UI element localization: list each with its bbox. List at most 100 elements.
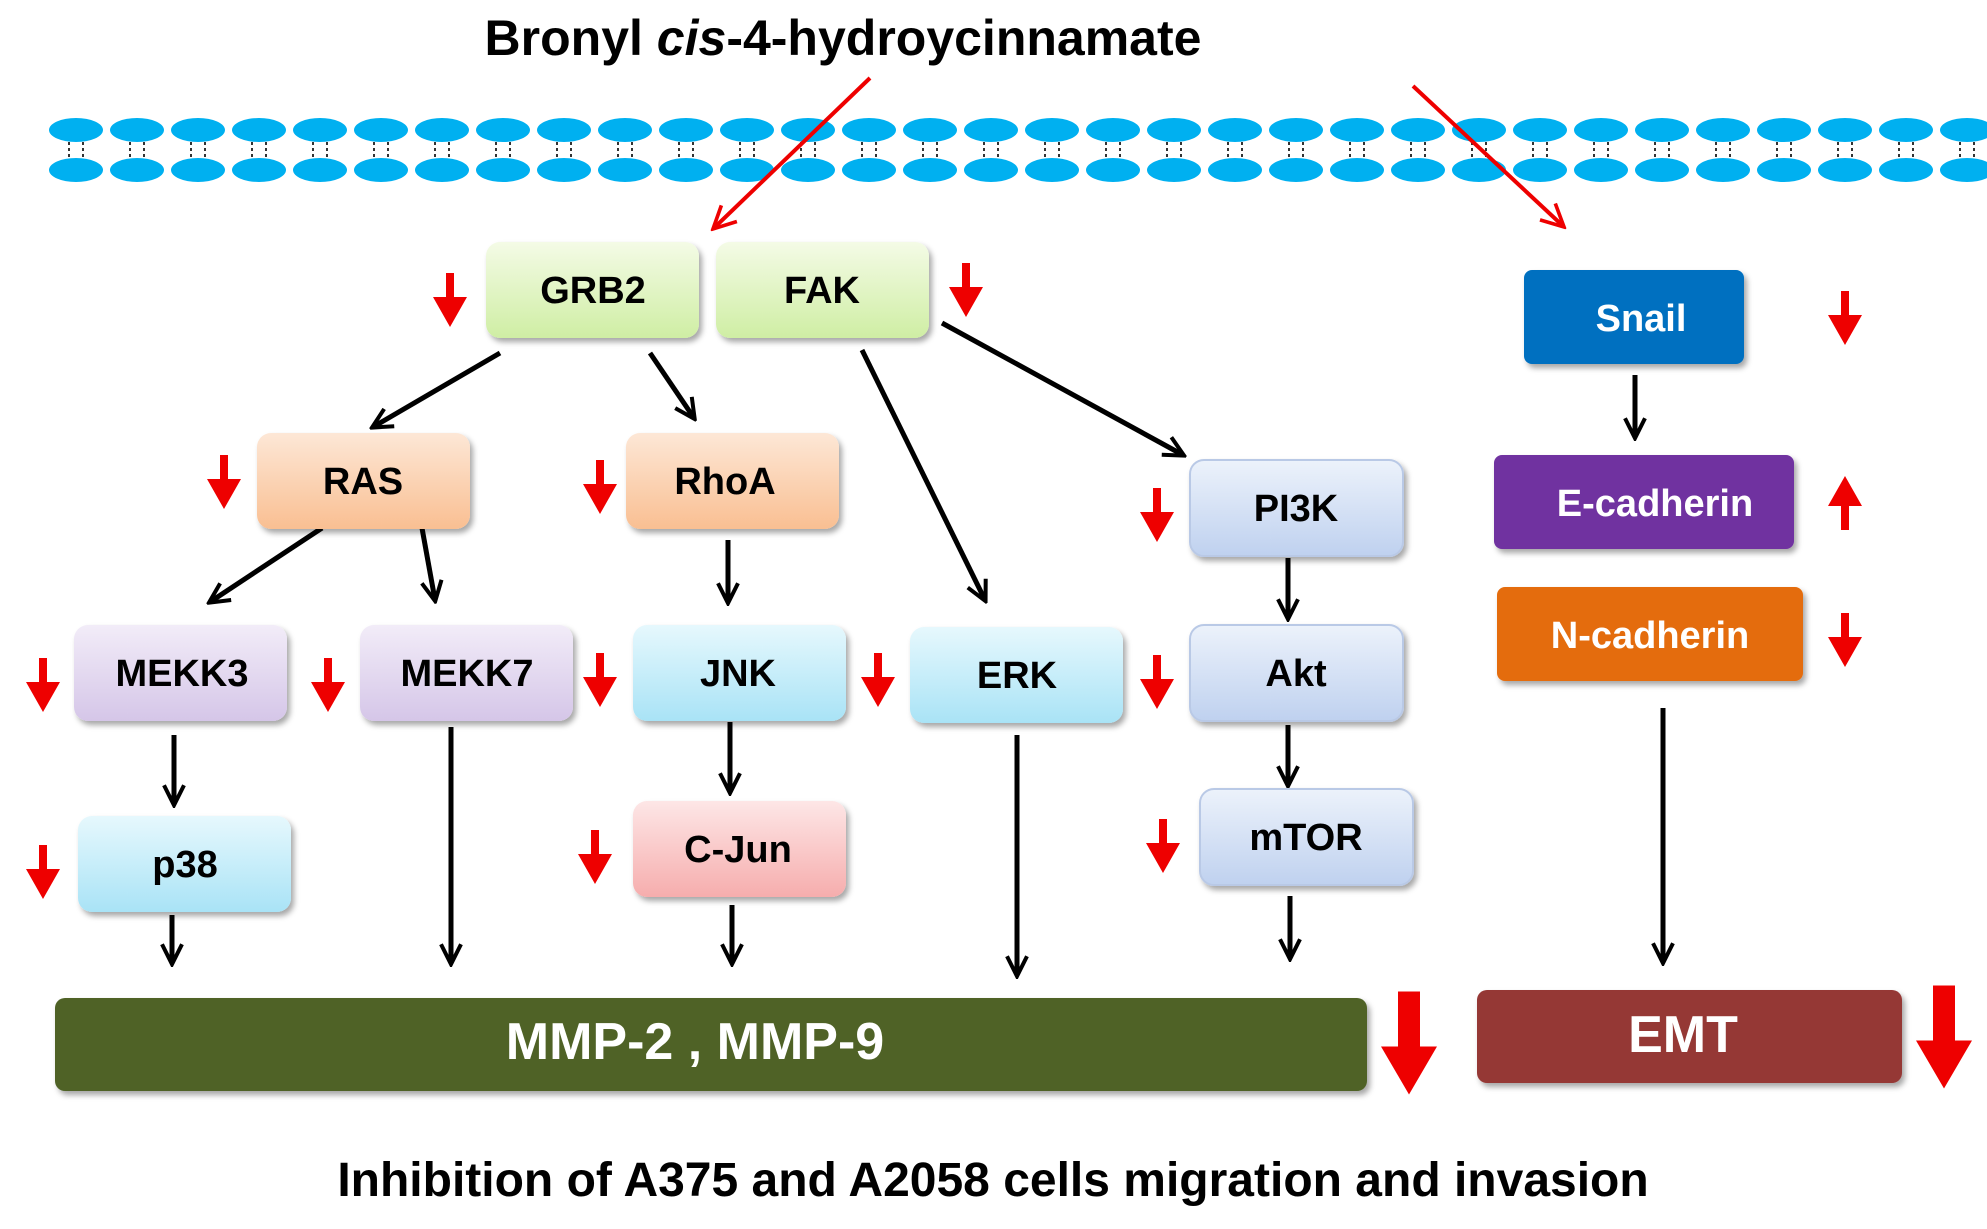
- lipid-head: [1635, 158, 1689, 182]
- rhoa-label: RhoA: [674, 461, 775, 503]
- ncad-node: N-cadherin: [1497, 587, 1803, 681]
- lipid-head: [1330, 158, 1384, 182]
- lipid-head: [1879, 158, 1933, 182]
- grb2-label: GRB2: [540, 270, 646, 312]
- akt-node: Akt: [1189, 624, 1404, 722]
- rhoa-downregulation-arrow-icon: [583, 460, 617, 514]
- erk-downregulation-arrow-icon: [861, 653, 895, 707]
- lipid-head: [293, 158, 347, 182]
- lipid-head: [1208, 158, 1262, 182]
- cjun-downregulation-arrow-icon: [578, 830, 612, 884]
- lipid-head: [659, 118, 713, 142]
- lipid-head: [659, 158, 713, 182]
- pi3k-node: PI3K: [1189, 459, 1404, 557]
- jnk-label: JNK: [700, 653, 777, 695]
- lipid-head: [1147, 118, 1201, 142]
- jnk-downregulation-arrow-icon: [583, 653, 617, 707]
- lipid-head: [232, 118, 286, 142]
- compound-to-snail-arrow: [1411, 84, 1563, 226]
- lipid-head: [1025, 118, 1079, 142]
- compound-title: Bronyl cis-4-hydroycinnamate: [485, 10, 1202, 66]
- emt-label: EMT: [1628, 1006, 1738, 1064]
- lipid-head: [1330, 118, 1384, 142]
- lipid-head: [354, 158, 408, 182]
- lipid-head: [476, 118, 530, 142]
- lipid-head: [598, 118, 652, 142]
- mekk7-node: MEKK7: [360, 625, 573, 721]
- lipid-head: [598, 158, 652, 182]
- ncad-label: N-cadherin: [1551, 615, 1749, 657]
- lipid-head: [1574, 118, 1628, 142]
- lipid-head: [49, 118, 103, 142]
- cjun-label: C-Jun: [684, 829, 792, 871]
- lipid-head: [964, 158, 1018, 182]
- lipid-head: [1208, 118, 1262, 142]
- fak-label: FAK: [784, 270, 861, 312]
- lipid-head: [1574, 158, 1628, 182]
- lipid-head: [1513, 158, 1567, 182]
- snail-label: Snail: [1596, 298, 1687, 340]
- lipid-head: [110, 118, 164, 142]
- emt-bar: EMT: [1477, 990, 1902, 1083]
- ras-label: RAS: [323, 461, 403, 503]
- mmp-label: MMP-2 , MMP-9: [506, 1013, 884, 1071]
- erk-node: ERK: [910, 627, 1123, 723]
- lipid-head: [1940, 118, 1987, 142]
- ecad-node: E-cadherin: [1494, 455, 1794, 549]
- snail-downregulation-arrow-icon: [1828, 291, 1862, 345]
- p38-label: p38: [152, 844, 217, 886]
- ncad-downregulation-arrow-icon: [1828, 613, 1862, 667]
- lipid-head: [903, 158, 957, 182]
- mekk3-label: MEKK3: [115, 653, 248, 695]
- lipid-head: [537, 158, 591, 182]
- grb2-to-rhoa-arrow: [647, 351, 694, 418]
- pi3k-downregulation-arrow-icon: [1140, 488, 1174, 542]
- lipid-head: [476, 158, 530, 182]
- lipid-head: [171, 158, 225, 182]
- compound-to-grb2-arrow: [714, 76, 872, 228]
- mmp-downregulation-arrow-icon: [1381, 991, 1437, 1095]
- grb2-downregulation-arrow-icon: [433, 273, 467, 327]
- ras-to-mekk3-arrow: [210, 525, 324, 602]
- lipid-head: [537, 118, 591, 142]
- lipid-head: [720, 158, 774, 182]
- lipid-head: [1513, 118, 1567, 142]
- mekk7-label: MEKK7: [400, 653, 533, 695]
- jnk-node: JNK: [633, 625, 846, 721]
- emt-downregulation-arrow-icon: [1916, 985, 1972, 1089]
- lipid-head: [781, 158, 835, 182]
- lipid-head: [1818, 158, 1872, 182]
- mekk7-downregulation-arrow-icon: [311, 658, 345, 712]
- ecad-label: E-cadherin: [1557, 483, 1753, 525]
- lipid-head: [1391, 118, 1445, 142]
- lipid-head: [1269, 118, 1323, 142]
- regulation-indicators: [26, 263, 1972, 1095]
- ras-to-mekk7-arrow: [419, 527, 435, 600]
- lipid-head: [842, 158, 896, 182]
- lipid-head: [1879, 118, 1933, 142]
- akt-downregulation-arrow-icon: [1140, 655, 1174, 709]
- mtor-downregulation-arrow-icon: [1146, 819, 1180, 873]
- pi3k-label: PI3K: [1254, 488, 1339, 530]
- pathway-arrows: [172, 320, 1663, 975]
- lipid-head: [1635, 118, 1689, 142]
- erk-label: ERK: [977, 655, 1058, 697]
- fak-to-erk-arrow: [859, 348, 985, 600]
- lipid-head: [1818, 118, 1872, 142]
- p38-node: p38: [78, 816, 291, 912]
- lipid-head: [1696, 158, 1750, 182]
- conclusion-footer: Inhibition of A375 and A2058 cells migra…: [337, 1154, 1648, 1207]
- lipid-head: [964, 118, 1018, 142]
- lipid-head: [1086, 118, 1140, 142]
- lipid-head: [232, 158, 286, 182]
- lipid-head: [1757, 118, 1811, 142]
- lipid-head: [293, 118, 347, 142]
- lipid-head: [110, 158, 164, 182]
- rhoa-node: RhoA: [626, 433, 839, 529]
- mekk3-node: MEKK3: [74, 625, 287, 721]
- ecad-upregulation-arrow-icon: [1828, 476, 1862, 530]
- fak-to-pi3k-arrow: [940, 320, 1183, 455]
- lipid-head: [1696, 118, 1750, 142]
- lipid-head: [1086, 158, 1140, 182]
